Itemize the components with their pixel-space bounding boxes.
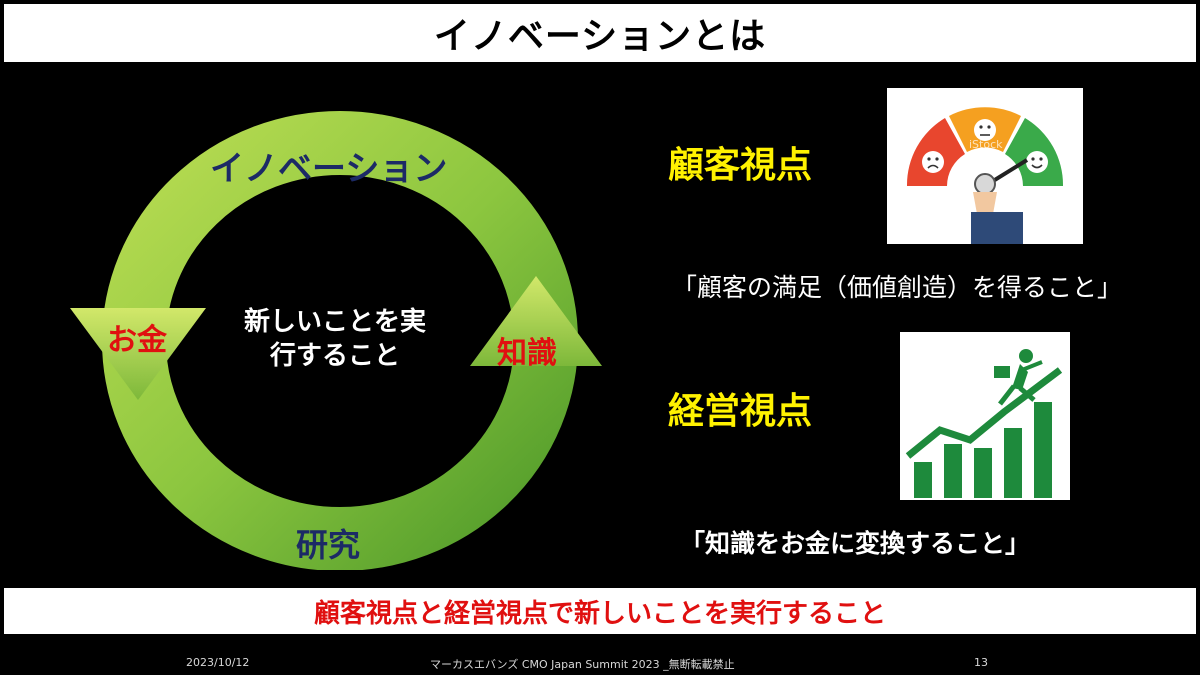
cycle-label-research: 研究 xyxy=(296,526,361,564)
innovation-cycle-diagram xyxy=(70,111,602,570)
title-bar: イノベーションとは xyxy=(4,4,1196,62)
cycle-label-money: お金 xyxy=(107,323,167,358)
growth-chart-image xyxy=(900,332,1070,500)
cycle-center-text: 新しいことを実 行すること xyxy=(220,305,450,373)
satisfaction-gauge-image: iStock xyxy=(887,88,1083,244)
conclusion-text: 顧客視点と経営視点で新しいことを実行すること xyxy=(313,598,886,629)
conclusion-bar: 顧客視点と経営視点で新しいことを実行すること xyxy=(4,588,1196,634)
cycle-label-innovation: イノベーション xyxy=(210,149,448,189)
center-line-1: 新しいことを実 xyxy=(243,307,426,337)
watermark-text: iStock xyxy=(969,138,1003,151)
management-viewpoint-heading: 経営視点 xyxy=(668,391,813,432)
right-arrow-shape xyxy=(470,276,602,366)
customer-viewpoint-quote: 「顧客の満足（価値創造）を得ること」 xyxy=(672,273,1123,302)
customer-viewpoint-heading: 顧客視点 xyxy=(668,145,813,186)
left-arrow-shape xyxy=(70,308,206,400)
center-line-2: 行すること xyxy=(269,341,400,371)
footer-date: 2023/10/12 xyxy=(186,656,250,669)
growth-chart-runner-icon xyxy=(905,349,1063,498)
footer-page-number: 13 xyxy=(974,656,988,669)
satisfaction-gauge-icon xyxy=(906,107,1064,244)
footer-copyright: マーカスエバンズ CMO Japan Summit 2023 _無断転載禁止 xyxy=(430,658,735,671)
management-viewpoint-quote: 「知識をお金に変換すること」 xyxy=(680,529,1031,558)
cycle-label-knowledge: 知識 xyxy=(497,336,557,371)
slide-title: イノベーションとは xyxy=(433,16,767,57)
